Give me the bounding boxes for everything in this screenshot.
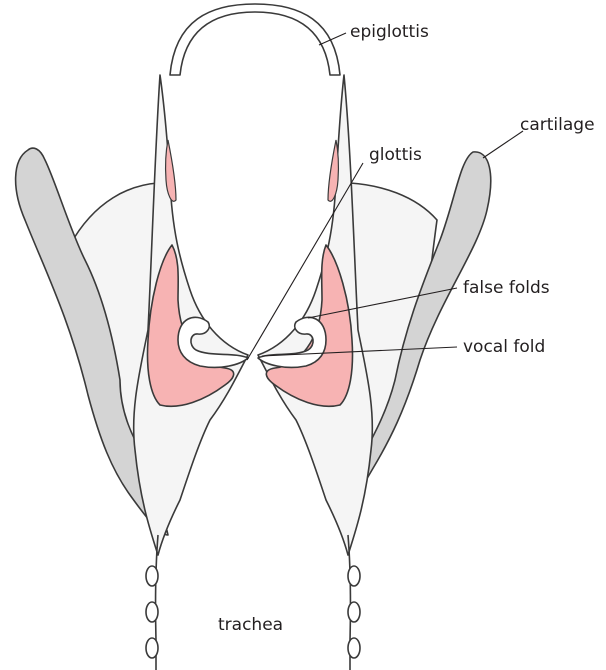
trachea-ring-right-2: [348, 602, 360, 622]
glottis-label: glottis: [369, 145, 422, 165]
false-folds-label: false folds: [463, 278, 550, 298]
trachea-ring-right-3: [348, 638, 360, 658]
trachea-ring-right-1: [348, 566, 360, 586]
epiglottis-label: epiglottis: [350, 22, 429, 42]
trachea-structure: [146, 535, 360, 670]
trachea-label: trachea: [218, 615, 283, 635]
trachea-ring-left-3: [146, 638, 158, 658]
trachea-ring-left-1: [146, 566, 158, 586]
epiglottis: [170, 4, 340, 75]
cartilage-leader: [483, 131, 523, 158]
vestibular-tissue: [166, 140, 339, 201]
cartilage-label: cartilage: [520, 115, 595, 135]
right-laryngeal-wall: [258, 75, 372, 555]
vocal-fold-label: vocal fold: [463, 337, 545, 357]
trachea-ring-left-2: [146, 602, 158, 622]
